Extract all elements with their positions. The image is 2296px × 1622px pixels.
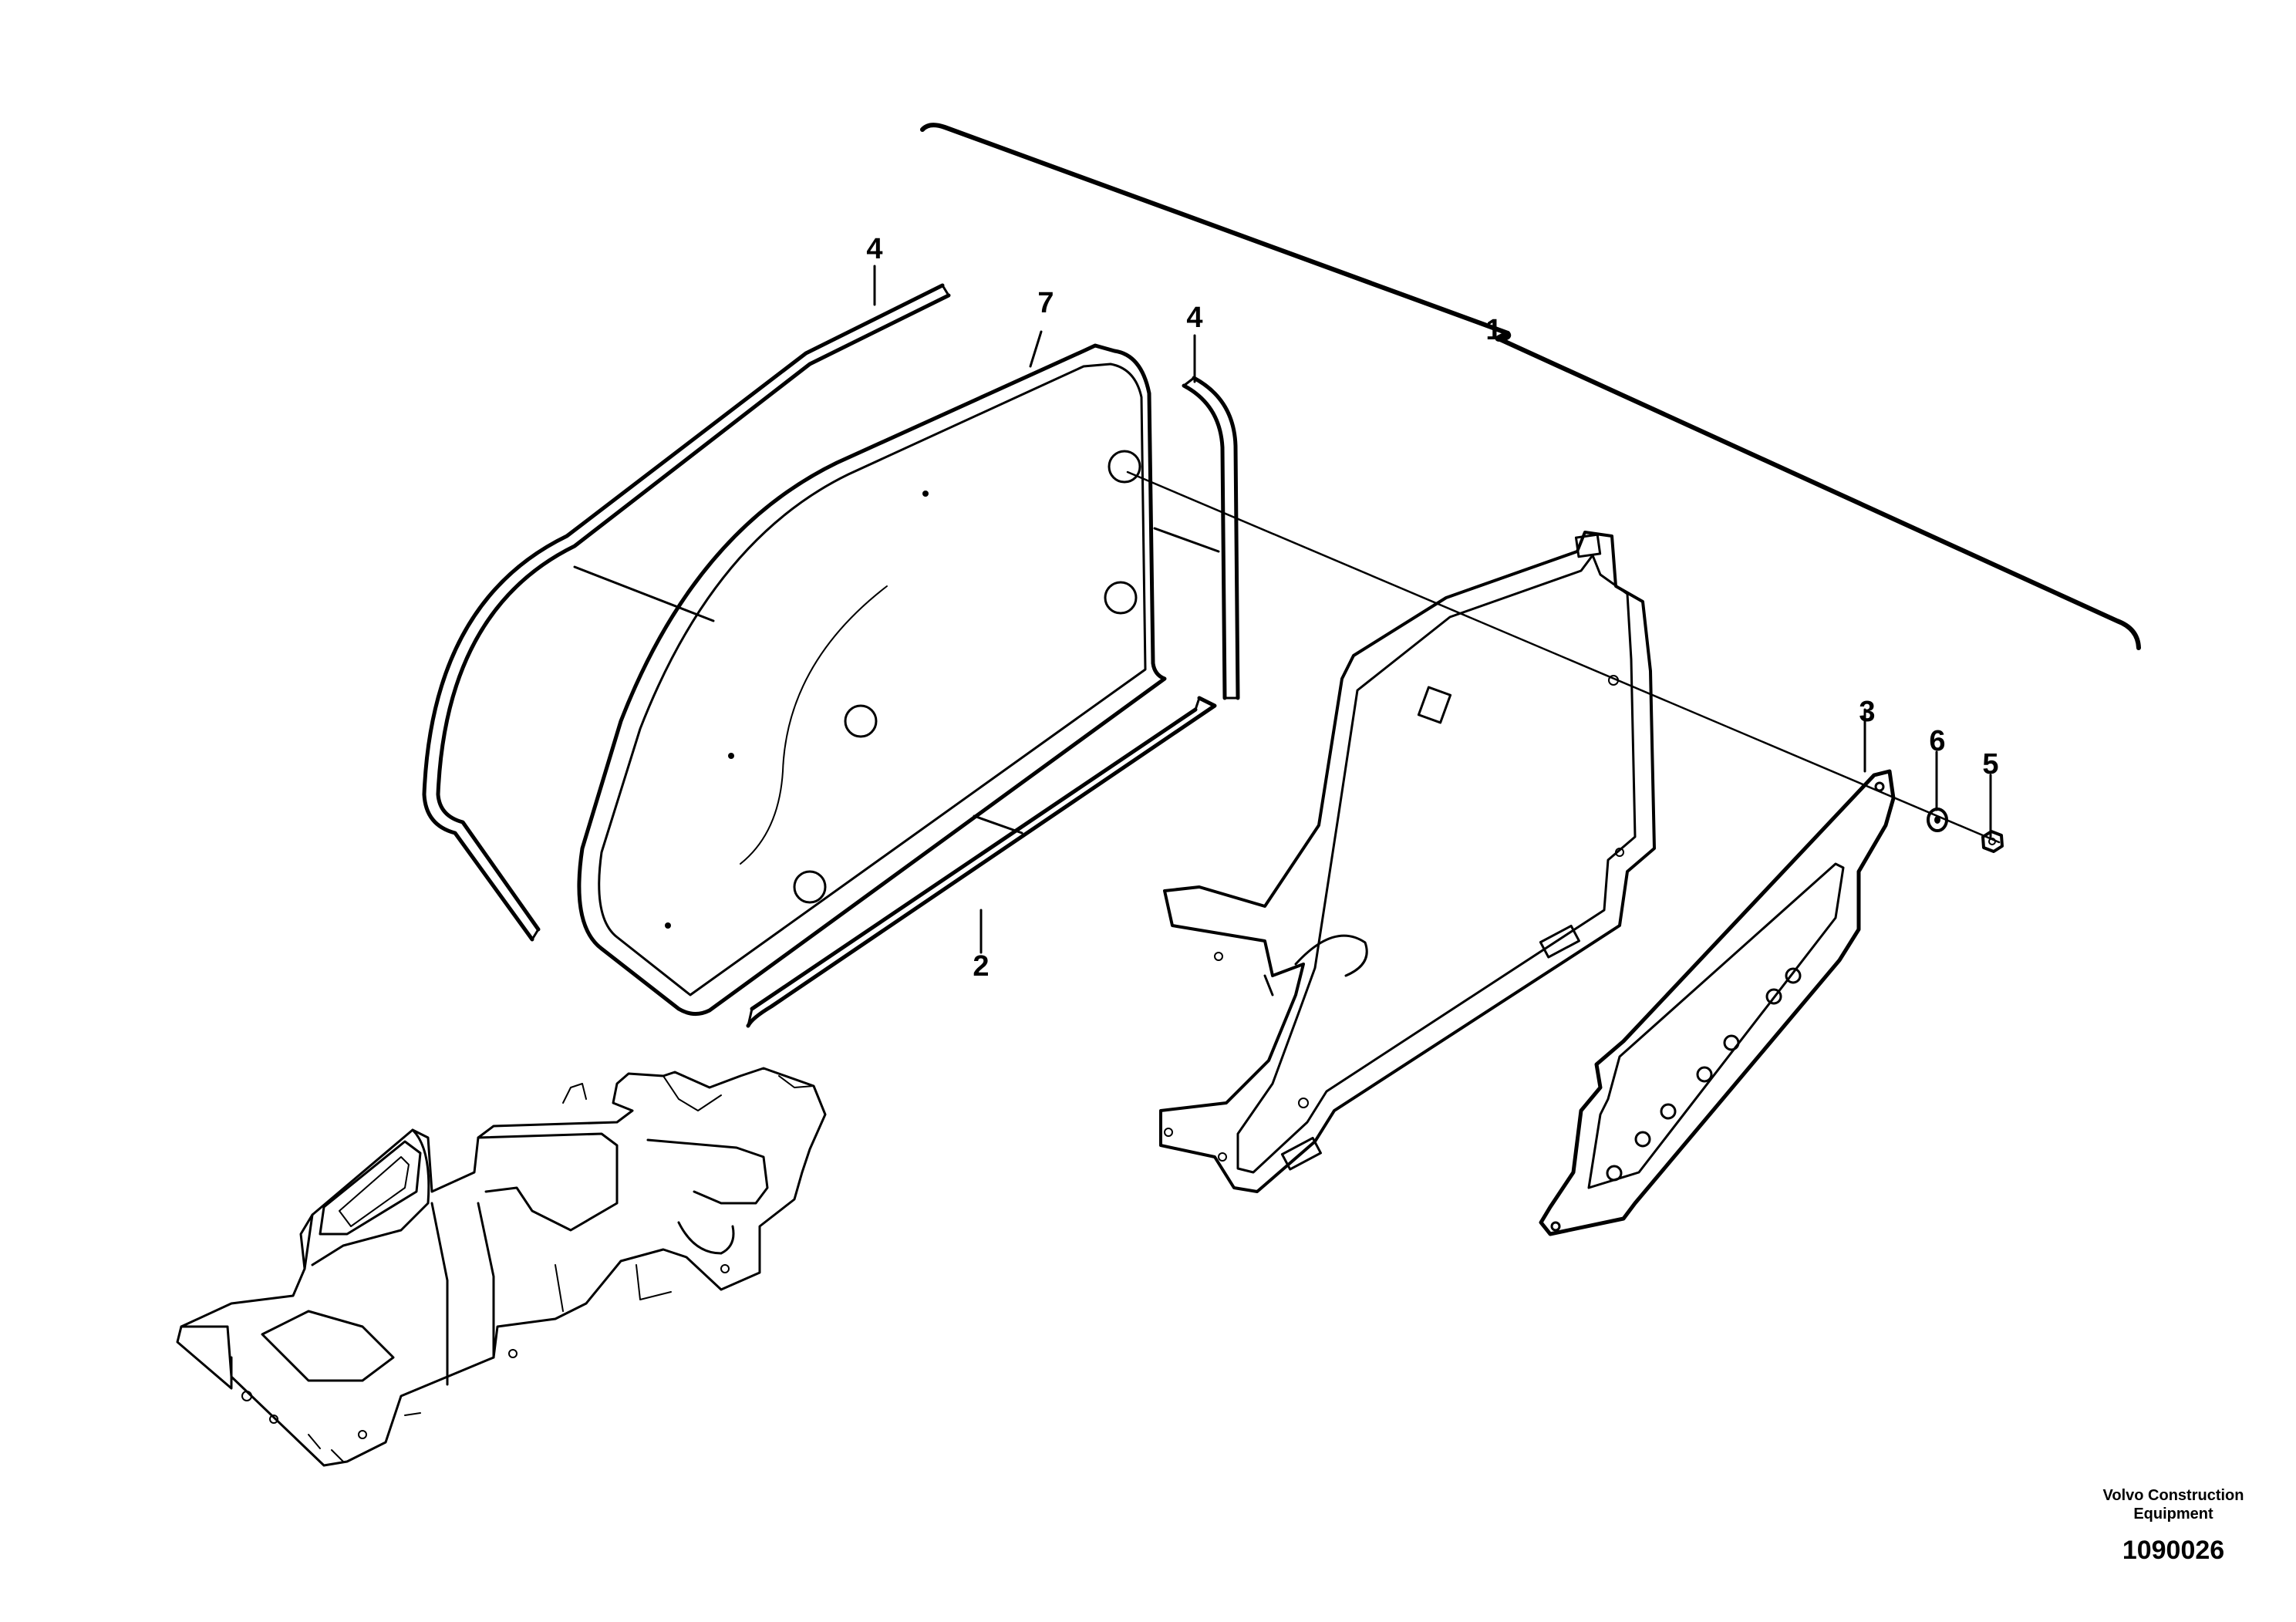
callout-seal-bottom: 2 — [973, 950, 989, 983]
cover-panel — [577, 343, 1167, 1016]
callout-washer: 6 — [1929, 725, 1945, 757]
machine-locator-view — [176, 1067, 827, 1467]
callout-labels: 1 2 3 4 4 5 6 7 — [866, 233, 1998, 983]
credit-block: Volvo Construction Equipment 1090026 — [2103, 1487, 2244, 1565]
gasket — [1539, 769, 1896, 1236]
callout-seal-right: 4 — [1186, 302, 1202, 334]
frame-bracket — [1159, 531, 1656, 1193]
callout-kit: 1 — [1485, 314, 1502, 346]
washer — [1927, 808, 1948, 832]
leader-lines — [873, 265, 2001, 954]
credit-line-1: Volvo Construction — [2103, 1487, 2244, 1504]
document-number: 1090026 — [2122, 1536, 2224, 1565]
callout-gasket: 3 — [1859, 696, 1875, 728]
callout-cover: 7 — [1037, 287, 1054, 319]
nut — [1981, 830, 2004, 853]
seal-strip-bottom — [746, 696, 1217, 1028]
callout-nut: 5 — [1982, 748, 1998, 781]
kit-bracket — [920, 123, 2141, 650]
credit-line-2: Equipment — [2133, 1506, 2213, 1523]
seal-strip-left — [422, 283, 951, 942]
callout-seal-left: 4 — [866, 233, 882, 265]
seal-to-cover-lines — [573, 527, 1220, 835]
seal-strip-right — [1182, 376, 1240, 700]
